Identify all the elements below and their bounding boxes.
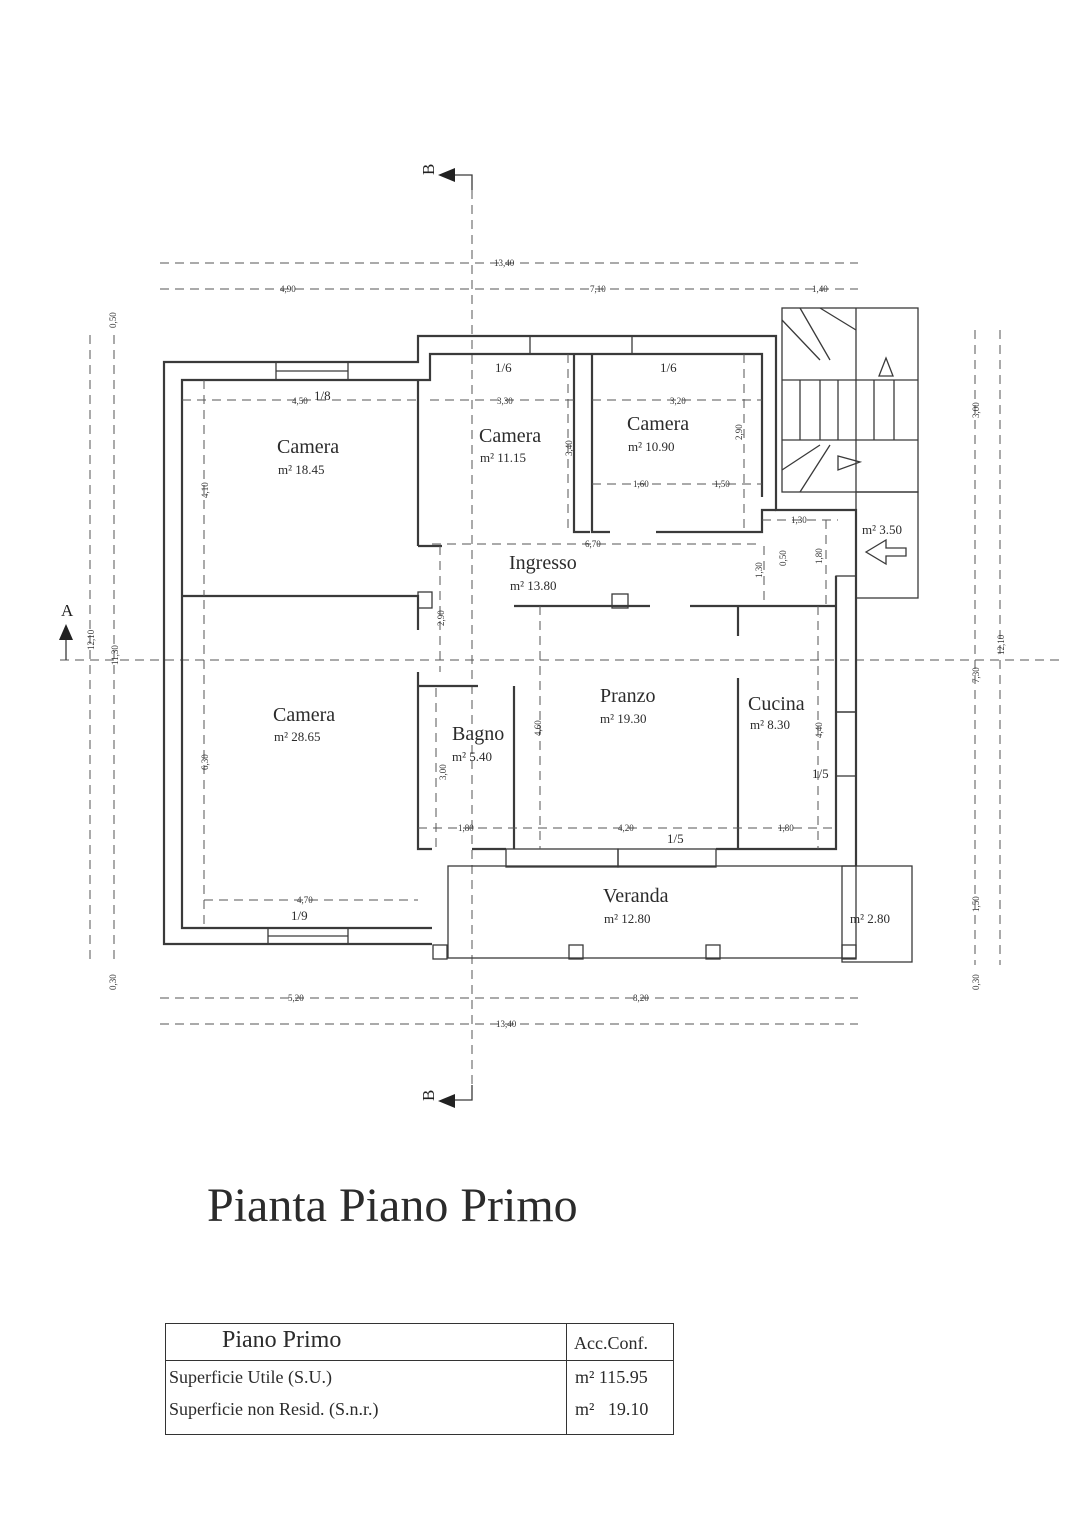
dim-right-mid: 7,30 [971, 667, 981, 683]
dim-ingresso-h3: 1,80 [814, 548, 824, 564]
dim-top-total: 13,40 [494, 258, 515, 268]
dim-ingresso-h: 2,90 [436, 610, 446, 626]
dim-camera-sw-h: 6,30 [200, 754, 210, 770]
room-label-veranda: Veranda [603, 885, 669, 907]
room-label-ingresso: Ingresso [509, 552, 577, 574]
dim-camera-nc-w: 3,30 [497, 396, 513, 406]
ratio-camera-nc: 1/6 [495, 360, 512, 375]
section-arrow-a [59, 624, 73, 640]
table-row-1-label: Superficie Utile (S.U.) [169, 1367, 332, 1387]
dim-top-left: 4,90 [280, 284, 296, 294]
table-row-2-value: m² 19.10 [575, 1399, 649, 1419]
table-header-row [166, 1324, 673, 1361]
section-label-b-bottom: B [419, 1090, 438, 1101]
dim-left-inner: 11,30 [110, 645, 120, 665]
room-area-bagno: m² 5.40 [452, 749, 492, 764]
dim-right-bottom: 0,30 [971, 974, 981, 990]
dim-cucina-h: 4,40 [814, 722, 824, 738]
dim-bagno-w: 1,80 [458, 823, 474, 833]
dim-top-mid: 7,10 [590, 284, 606, 294]
interior-walls [182, 354, 836, 851]
table-label-column [166, 1324, 567, 1434]
dim-landing-w: 1,30 [791, 515, 807, 525]
room-label-cucina: Cucina [748, 693, 805, 715]
room-label-bagno: Bagno [452, 723, 504, 745]
table-title: Piano Primo [222, 1327, 342, 1353]
table-row-2-label: Superficie non Resid. (S.n.r.) [169, 1399, 379, 1419]
room-area-camera-nw: m² 18.45 [278, 462, 325, 477]
dim-pranzo-h: 4,60 [533, 720, 543, 736]
room-label-pranzo: Pranzo [600, 685, 656, 707]
room-label-camera-ne: Camera [627, 413, 689, 435]
dim-ingresso-h2: 1,30 [754, 562, 764, 578]
ratio-cucina: 1/5 [812, 766, 829, 781]
exterior-walls [162, 334, 858, 946]
dim-bottom-right: 8,20 [633, 993, 649, 1003]
ratio-camera-ne: 1/6 [660, 360, 677, 375]
page-title: Pianta Piano Primo [207, 1179, 578, 1232]
staircase [781, 307, 919, 599]
room-label-camera-sw: Camera [273, 704, 335, 726]
dim-left-top: 0,50 [108, 312, 118, 328]
dim-left-bottom: 0,30 [108, 974, 118, 990]
dim-ingresso-w: 6,70 [585, 539, 601, 549]
room-area-camera-nc: m² 11.15 [480, 450, 526, 465]
section-arrow-b-bottom [438, 1094, 455, 1108]
dim-top-right: 1,40 [812, 284, 828, 294]
section-arrow-b-top [438, 168, 455, 182]
room-area-stair-landing: m² 3.50 [862, 522, 902, 537]
dim-right-top: 3,00 [971, 402, 981, 418]
room-area-pranzo: m² 19.30 [600, 711, 647, 726]
veranda [432, 865, 913, 963]
summary-table: Piano Primo Acc.Conf. Superficie Utile (… [165, 1323, 674, 1435]
ratio-camera-sw: 1/9 [291, 908, 308, 923]
dim-camera-ne-w: 3,20 [670, 396, 686, 406]
room-area-cucina: m² 8.30 [750, 717, 790, 732]
dim-bagno-h: 3,00 [438, 764, 448, 780]
section-label-a: A [61, 601, 74, 620]
dim-camera-sw-w: 4,70 [297, 895, 313, 905]
dim-camera-ne-h: 2,90 [734, 424, 744, 440]
room-dimensions [182, 354, 838, 928]
ratio-camera-nw: 1/8 [314, 388, 331, 403]
room-area-camera-ne: m² 10.90 [628, 439, 675, 454]
dim-camera-nw-h: 4,10 [200, 482, 210, 498]
room-area-veranda: m² 12.80 [604, 911, 651, 926]
dim-right-total: 12,10 [996, 634, 1006, 655]
room-area-veranda-side: m² 2.80 [850, 911, 890, 926]
dim-pranzo-w: 4,20 [618, 823, 634, 833]
room-area-ingresso: m² 13.80 [510, 578, 557, 593]
dim-camera-nw-w: 4,50 [292, 396, 308, 406]
room-area-camera-sw: m² 28.65 [274, 729, 321, 744]
dim-landing-h: 0,50 [778, 550, 788, 566]
dim-bottom-total: 13,40 [496, 1019, 517, 1029]
dim-bottom-left: 5,20 [288, 993, 304, 1003]
section-label-b-top: B [419, 164, 438, 175]
dim-left-total: 12,10 [86, 629, 96, 650]
dim-right-low: 1,50 [971, 896, 981, 912]
table-row-1-value: m² 115.95 [575, 1367, 648, 1387]
dim-camera-ne-sub1: 1,60 [633, 479, 649, 489]
room-label-camera-nw: Camera [277, 436, 339, 458]
room-label-camera-nc: Camera [479, 425, 541, 447]
table-col-header: Acc.Conf. [574, 1333, 648, 1353]
dim-camera-ne-sub2: 1,50 [714, 479, 730, 489]
ratio-pranzo: 1/5 [667, 831, 684, 846]
dim-cucina-w: 1,80 [778, 823, 794, 833]
dim-camera-nc-h: 3,40 [564, 440, 574, 456]
